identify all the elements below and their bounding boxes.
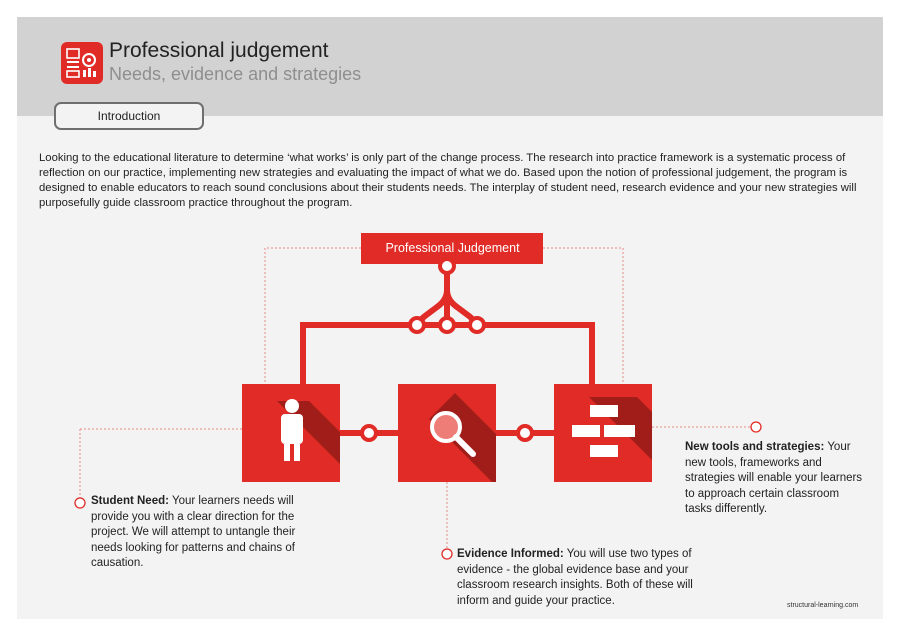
professional-judgement-label: Professional Judgement	[385, 241, 520, 255]
evidence-informed-description: Evidence Informed: You will use two type…	[457, 547, 697, 609]
connector-nodes	[360, 257, 534, 442]
evidence-informed-box	[398, 384, 496, 482]
new-tools-description: New tools and strategies: Your new tools…	[685, 440, 863, 518]
student-need-text: Your learners needs will provide you wit…	[91, 495, 296, 569]
student-icon	[281, 399, 303, 461]
new-tools-box	[554, 384, 652, 482]
intro-paragraph: Looking to the educational literature to…	[39, 152, 857, 209]
page-title: Professional judgement	[109, 39, 329, 62]
new-tools-heading: New tools and strategies:	[685, 441, 825, 453]
page-header	[17, 17, 883, 116]
worksheet-page: Professional judgement Needs, evidence a…	[17, 17, 883, 619]
magnifier-icon	[430, 411, 476, 457]
student-need-description: Student Need: Your learners needs will p…	[91, 494, 313, 572]
footer-url[interactable]: structural-learning.com	[787, 602, 859, 609]
app-logo-icon	[61, 42, 103, 84]
evidence-informed-text: You will use two types of evidence - the…	[457, 548, 693, 607]
tab-introduction[interactable]: Introduction	[54, 102, 204, 130]
new-tools-text: Your new tools, frameworks and strategie…	[685, 441, 863, 515]
bricks-icon	[572, 405, 635, 457]
evidence-informed-heading: Evidence Informed:	[457, 548, 564, 560]
description-markers	[74, 421, 762, 560]
framework-diagram	[74, 233, 762, 560]
student-need-box	[242, 384, 340, 482]
student-need-heading: Student Need:	[91, 495, 169, 507]
page-subtitle: Needs, evidence and strategies	[109, 64, 362, 84]
dotted-guides	[79, 247, 755, 549]
